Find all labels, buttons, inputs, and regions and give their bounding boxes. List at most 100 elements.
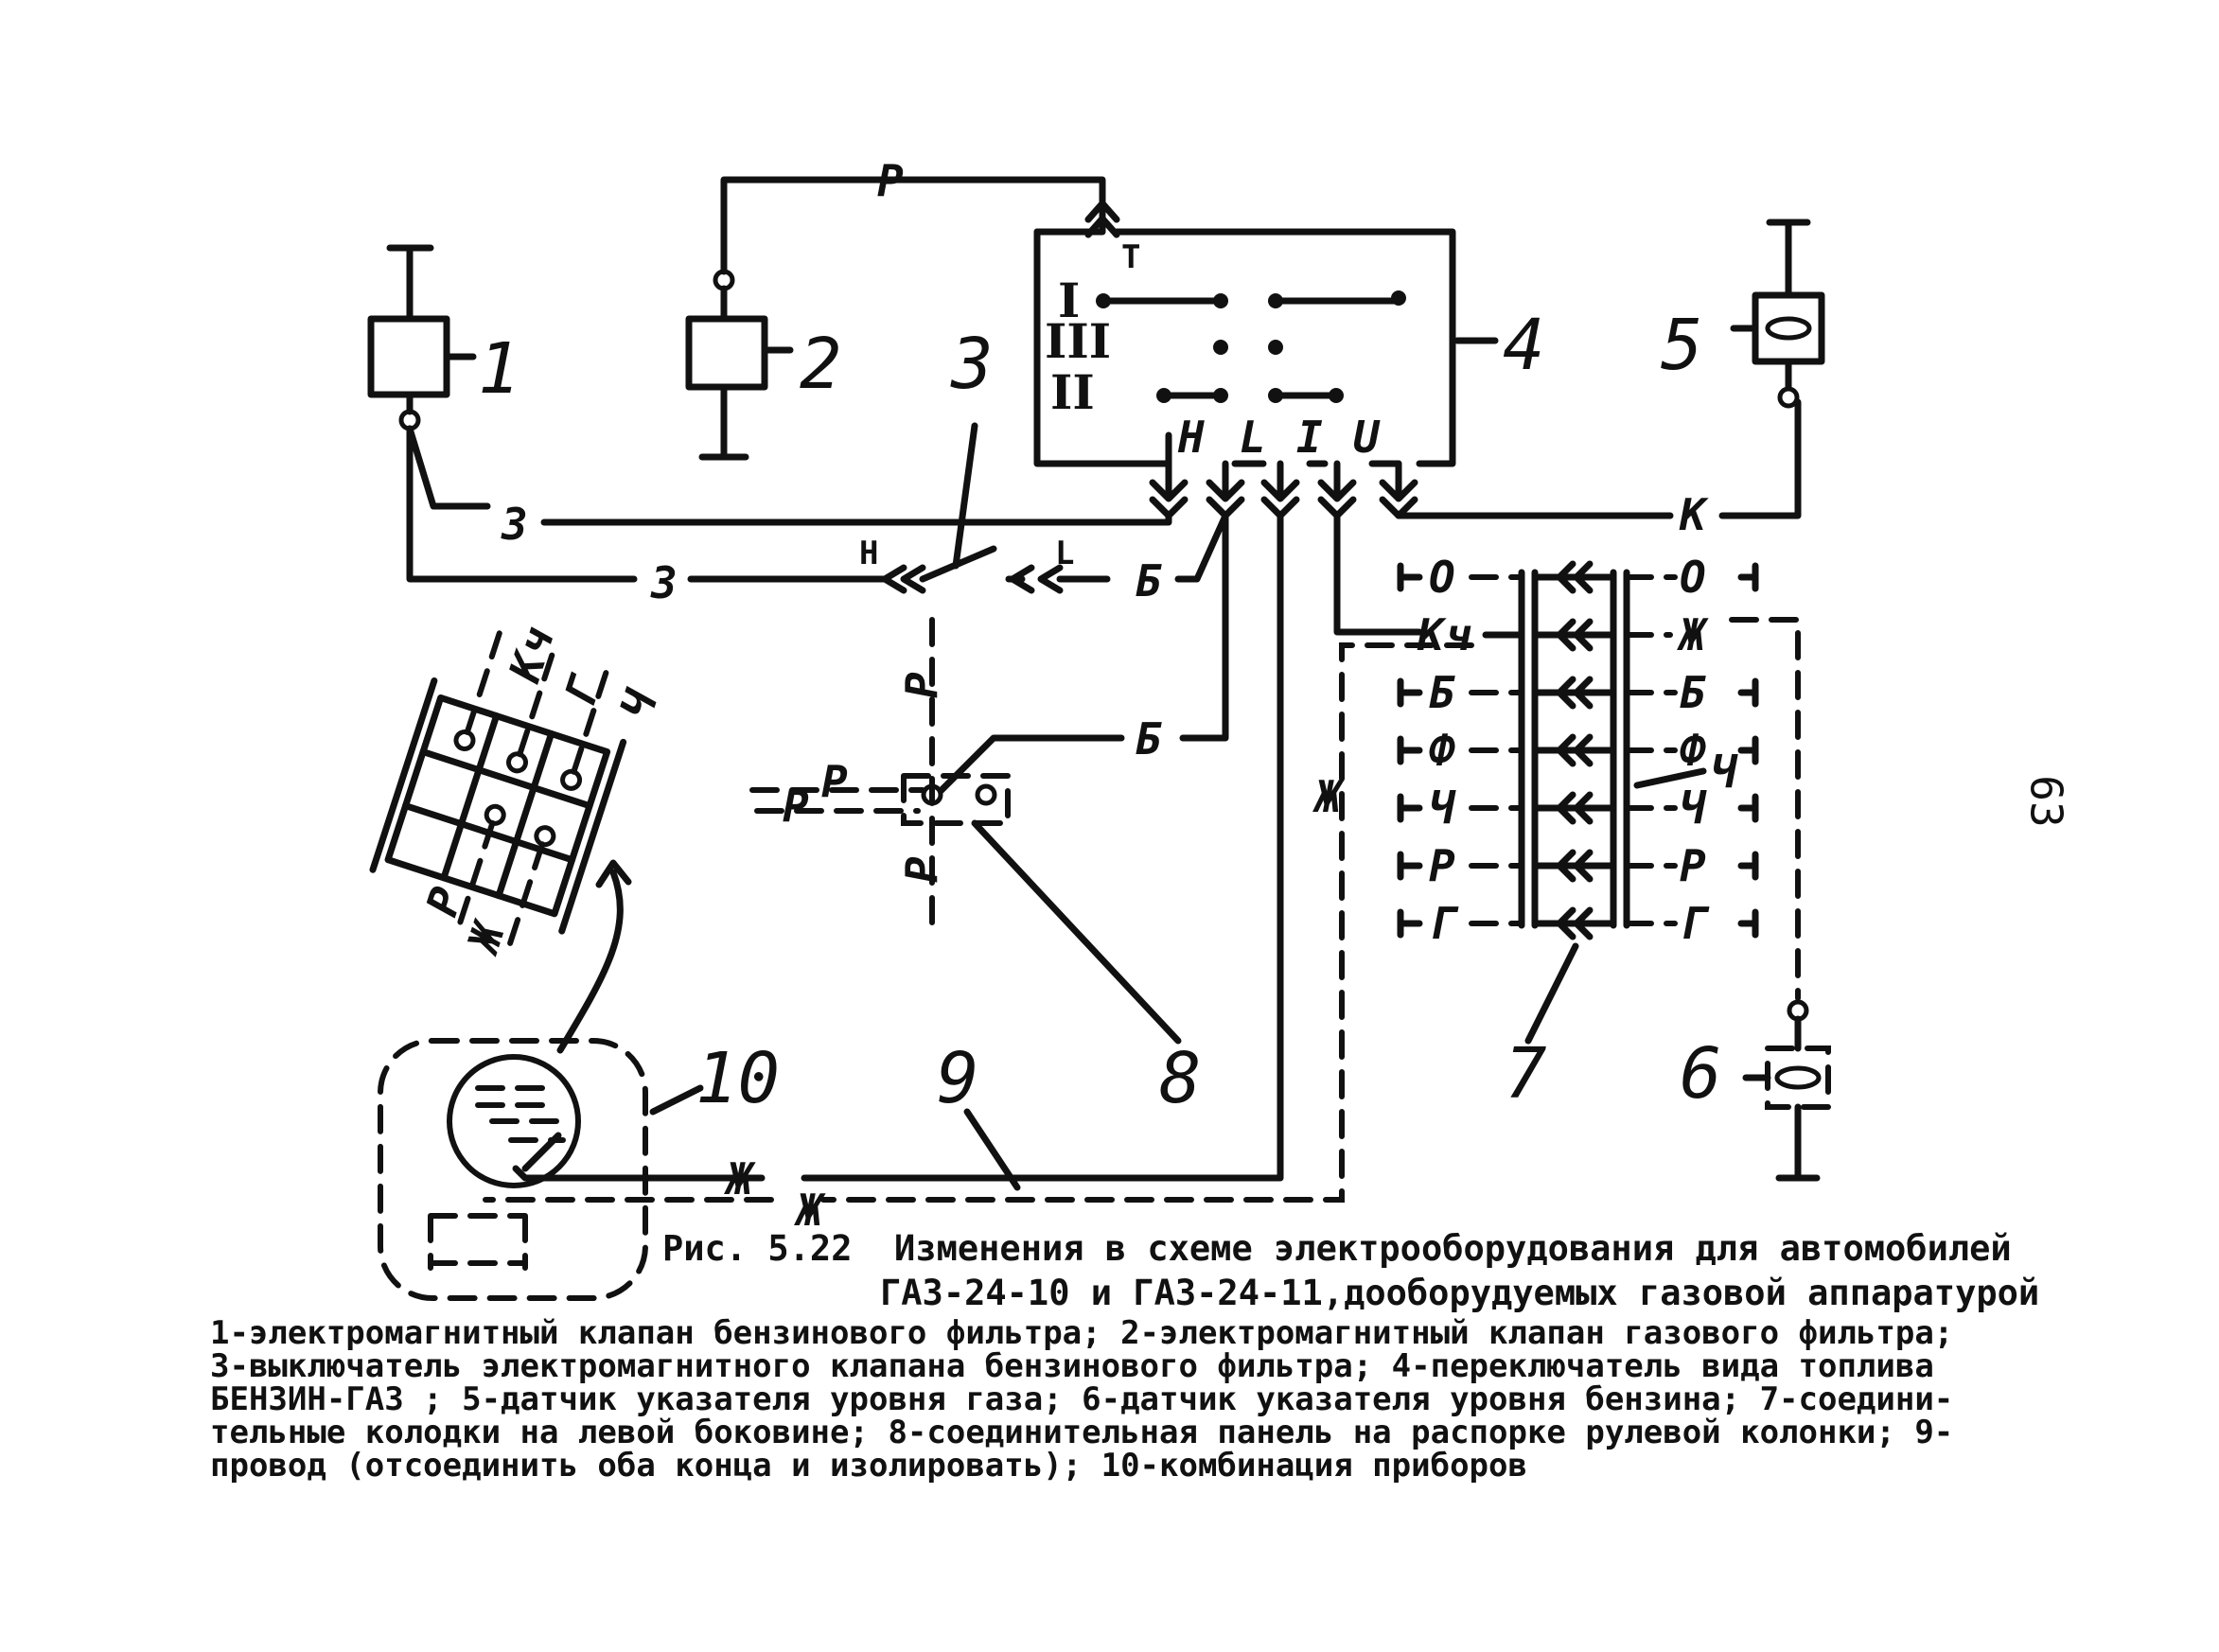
terminal-u: U — [1353, 412, 1381, 463]
switch-position-ii: II — [1050, 364, 1095, 420]
terminal-h: Н — [1177, 412, 1205, 463]
legend-line: 3-выключатель электромагнитного клапана … — [210, 1347, 1934, 1385]
terminal-stub — [1737, 908, 1759, 939]
caption-prefix: Рис. 5.22 — [662, 1228, 853, 1269]
component-4-fuel-switch: I III II Н L I U 4 — [1033, 228, 1545, 467]
terminal-stub — [1737, 562, 1759, 592]
block7-right-label: Ж — [1677, 609, 1709, 660]
block7-left-label: Кч — [1417, 609, 1471, 660]
component-2-gas-valve: 2 — [685, 269, 842, 461]
component-1-petrol-valve: 1 — [367, 244, 520, 431]
label-3: 3 — [950, 324, 994, 405]
terminal-stub — [1397, 851, 1423, 881]
terminal-stub — [1737, 851, 1759, 881]
connector-chevron — [1556, 849, 1594, 883]
label-4: 4 — [1503, 305, 1545, 386]
block7-right-label: Р — [1680, 840, 1706, 891]
page-number: 63 — [2020, 775, 2072, 828]
label-9: 9 — [937, 1038, 979, 1119]
terminal-t: Т — [1121, 238, 1140, 276]
component-10-instrument-cluster: 10 — [378, 859, 780, 1301]
block7-left-label: О — [1429, 552, 1455, 603]
wire-zh2-dashed — [483, 642, 1474, 1203]
wire-zh1 — [512, 512, 1284, 1182]
panel8-bottom: Р — [896, 856, 947, 883]
connector-chevron — [1556, 906, 1594, 940]
wire-label-zh2: Ж — [794, 1185, 826, 1236]
terminal-i: I — [1296, 412, 1323, 463]
legend-line: БЕНЗИН-ГАЗ ; 5-датчик указателя уровня г… — [210, 1380, 1954, 1418]
connector-chevron — [1556, 560, 1594, 594]
wire-label-r-top: Р — [877, 155, 904, 206]
block7-extra-label: Ч — [1711, 747, 1738, 798]
panel10-ch: Ч — [611, 683, 668, 725]
wire-label-z1: З — [501, 499, 528, 550]
figure-legend: 1-электромагнитный клапан бензинового фи… — [210, 1317, 2008, 1483]
label-7: 7 — [1505, 1033, 1547, 1115]
block7-right-label: Ф — [1680, 725, 1706, 776]
wire-r-top — [720, 176, 1106, 275]
block7-left-label: Р — [1429, 840, 1455, 891]
wire-label-k: К — [1679, 489, 1709, 540]
panel8-top: Р — [896, 672, 947, 698]
wire-kch — [1333, 512, 1423, 636]
caption-subtitle: ГАЗ-24-10 и ГАЗ-24-11,дооборудуемых газо… — [880, 1273, 2040, 1313]
switch3-terminal-l: L — [1055, 535, 1074, 572]
terminal-stub — [1737, 677, 1759, 708]
legend-line: тельные колодки на левой боковине; 8-сое… — [210, 1414, 1954, 1451]
block7-right-label: Г — [1680, 898, 1710, 949]
connector-chevron — [1556, 618, 1594, 652]
wire-label-b1: Б — [1136, 555, 1162, 606]
panel8-left1: Р — [821, 756, 848, 807]
wire-label-zh-panel: Ж — [1312, 771, 1345, 822]
block7-left-label: Б — [1429, 667, 1455, 718]
terminal-stub — [1397, 793, 1423, 823]
wire-z2 — [406, 425, 889, 583]
legend-line: провод (отсоединить оба конца и изолиров… — [210, 1447, 1527, 1485]
block7-left-label: Г — [1429, 898, 1459, 949]
panel10-kch: Кч — [499, 621, 564, 689]
wire-b1 — [1174, 512, 1229, 583]
label-1: 1 — [478, 328, 520, 410]
terminal-stub — [1397, 735, 1423, 765]
terminal-stub — [1397, 677, 1423, 708]
block7-row: Кч Ж — [1417, 609, 1709, 660]
connector-chevron — [1556, 676, 1594, 710]
terminal-stub — [1737, 735, 1759, 765]
component-8-connector-panel: Р Р Р Р 8 — [749, 617, 1202, 1119]
label-2: 2 — [800, 324, 842, 405]
figure-caption: Рис. 5.22 Изменения в схеме электрообору… — [662, 1225, 2012, 1273]
switch3-terminal-h: Н — [859, 535, 878, 572]
terminal-stub — [1737, 793, 1759, 823]
wire-z1 — [406, 425, 1172, 526]
block7-right-label: Б — [1680, 667, 1706, 718]
block7-left-label: Ф — [1429, 725, 1455, 776]
label-10: 10 — [696, 1038, 780, 1119]
wire-k — [1395, 398, 1802, 519]
terminal-l: L — [1240, 412, 1266, 463]
label-6: 6 — [1680, 1033, 1722, 1115]
connector-detail — [369, 616, 627, 961]
connector-chevron — [1556, 733, 1594, 767]
caption-title: Изменения в схеме электрооборудования дл… — [894, 1228, 2012, 1269]
switch-position-iii: III — [1045, 313, 1111, 369]
block7-left-label: Ч — [1429, 782, 1456, 834]
component-5-gas-sensor: 5 — [1661, 219, 1825, 409]
block7-right-label: Ч — [1680, 782, 1707, 834]
component-3-switch: Н L 3 — [859, 324, 1111, 594]
wire-label-zh1: Ж — [724, 1153, 756, 1204]
terminal-stub — [1397, 562, 1423, 592]
leader-line — [1633, 767, 1707, 789]
component-6-petrol-sensor: 6 — [1680, 999, 1831, 1182]
switch-position-i: I — [1058, 272, 1080, 328]
label-8: 8 — [1159, 1038, 1202, 1119]
legend-line: 1-электромагнитный клапан бензинового фи… — [210, 1314, 1954, 1352]
block7-right-label: О — [1680, 552, 1706, 603]
wire-label-z2: З — [650, 557, 678, 608]
